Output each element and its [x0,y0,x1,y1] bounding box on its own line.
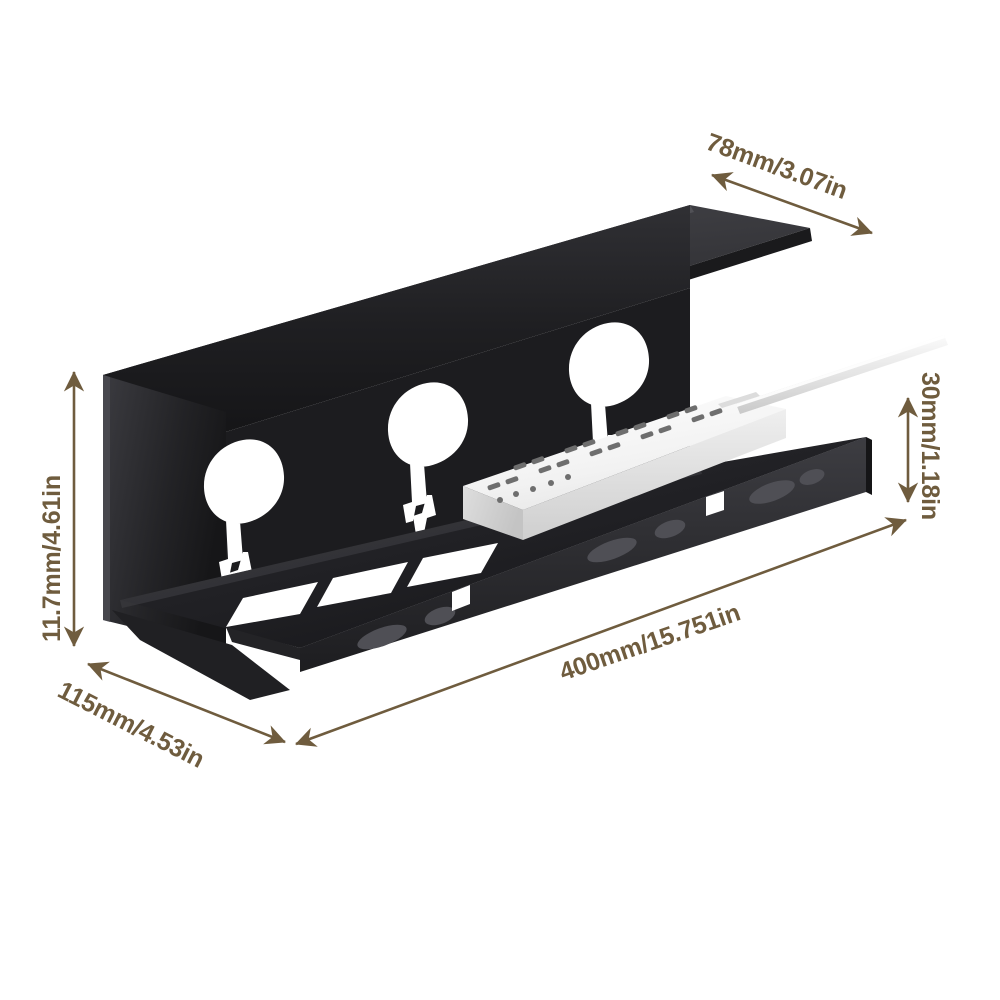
rail-notch-right [706,491,724,516]
outlet-row-back [513,405,698,471]
tray-left-end-plate-edge [103,375,110,622]
front-rail-slot-6 [799,469,825,485]
front-rail-slot-5 [749,480,795,504]
arrow-length-bottom [295,517,907,747]
outlet-row-front [487,408,723,491]
power-strip-top-face [463,396,786,510]
keyhole-cutout-right [568,322,650,463]
tray-left-end-plate [103,375,226,650]
power-cable-highlight [736,335,945,407]
power-strip [463,335,948,540]
outlet-ground-pins [497,474,571,503]
keyhole-cutout-left [203,439,285,580]
tray-back-panel [103,205,690,470]
arrow-depth-top [711,172,873,236]
tray-front-apron [226,627,300,660]
power-strip-switch-recess [718,392,760,408]
arrow-depth-bottom [87,661,286,745]
power-cable [736,335,948,414]
keyhole-cutout-mid [387,382,469,523]
tray-front-rail-right-end [866,437,872,495]
dimension-label-rail-height-right: 30mm/1.18in [916,372,944,520]
power-strip-right-face [523,409,786,540]
cable-tray-body [103,205,872,700]
power-strip-outlets [487,405,723,503]
dimension-arrows [63,172,919,747]
dimension-label-height-left: 11.7mm/4.61in [38,475,66,642]
floor-slot-1 [226,582,318,627]
